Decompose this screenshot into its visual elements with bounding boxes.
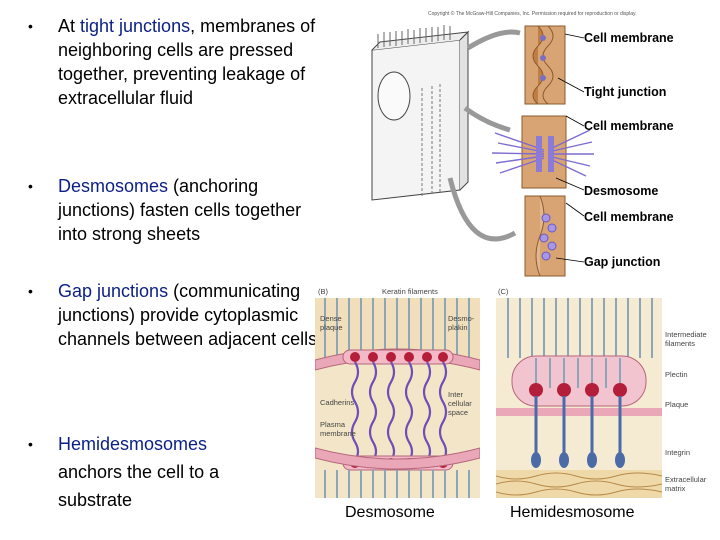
panel-b-letter: (B)	[318, 287, 328, 296]
label-plasma-membrane: Plasma membrane	[320, 420, 356, 438]
epithelial-cell-sketch	[371, 25, 470, 201]
label-desmoplakin: Desmo-plakin	[448, 314, 475, 332]
bullet-dot: •	[28, 178, 33, 194]
desmosome-block	[491, 115, 594, 189]
junction-figure	[371, 25, 594, 277]
label-integrin: Integrin	[665, 448, 691, 457]
bullet-dot: •	[28, 436, 33, 452]
caption-desmosome: Desmosome	[345, 504, 435, 521]
label-desmosome: Desmosome	[584, 184, 659, 198]
bullet-lead: At	[58, 16, 81, 36]
label-extracellular-matrix: Extracellular matrix	[665, 475, 707, 493]
bullet-dot: •	[28, 18, 33, 34]
label-plectin: Plectin	[665, 370, 688, 379]
panel-c-letter: (C)	[498, 287, 509, 296]
label-plaque: Plaque	[665, 400, 689, 409]
label-cadherins: Cadherins	[320, 398, 355, 407]
label-dense-plaque: Dense plaque	[320, 314, 343, 332]
label-cell-membrane-1: Cell membrane	[584, 31, 674, 45]
pointer-arrows	[447, 29, 521, 242]
label-intercellular-space: Inter cellular space	[448, 390, 472, 417]
bullet-text: (communicating junctions) provide cytopl…	[58, 281, 318, 349]
bullet-term: Hemidesmosomes	[58, 434, 208, 454]
label-cell-membrane-3: Cell membrane	[584, 210, 674, 224]
label-keratin: Keratin filaments	[382, 287, 438, 296]
bullet-text: (anchoring junctions) fasten cells toget…	[58, 176, 302, 244]
label-intermediate-filaments: Intermediate filaments	[665, 330, 707, 348]
hemidesmosome-panel	[496, 298, 662, 498]
bullet-term: Desmosomes	[58, 176, 169, 196]
bullet-text: , membranes of neighboring cells are pre…	[58, 16, 316, 108]
caption-hemidesmosome: Hemidesmosome	[510, 504, 635, 521]
label-gap-junction: Gap junction	[584, 255, 661, 269]
copyright-notice: Copyright © The McGraw-Hill Companies, I…	[428, 11, 637, 17]
label-cell-membrane-2: Cell membrane	[584, 119, 674, 133]
label-tight-junction: Tight junction	[584, 85, 667, 99]
desmosome-panel	[315, 298, 480, 498]
leader-lines	[555, 33, 585, 263]
tight-junction-block	[524, 25, 566, 105]
bullet-text: anchors the cell to a substrate	[58, 462, 220, 510]
bullet-dot: •	[28, 283, 33, 299]
gap-junction-block	[524, 195, 566, 277]
bullet-term: Gap junctions	[58, 281, 169, 301]
bullet-term: tight junctions	[80, 16, 191, 36]
